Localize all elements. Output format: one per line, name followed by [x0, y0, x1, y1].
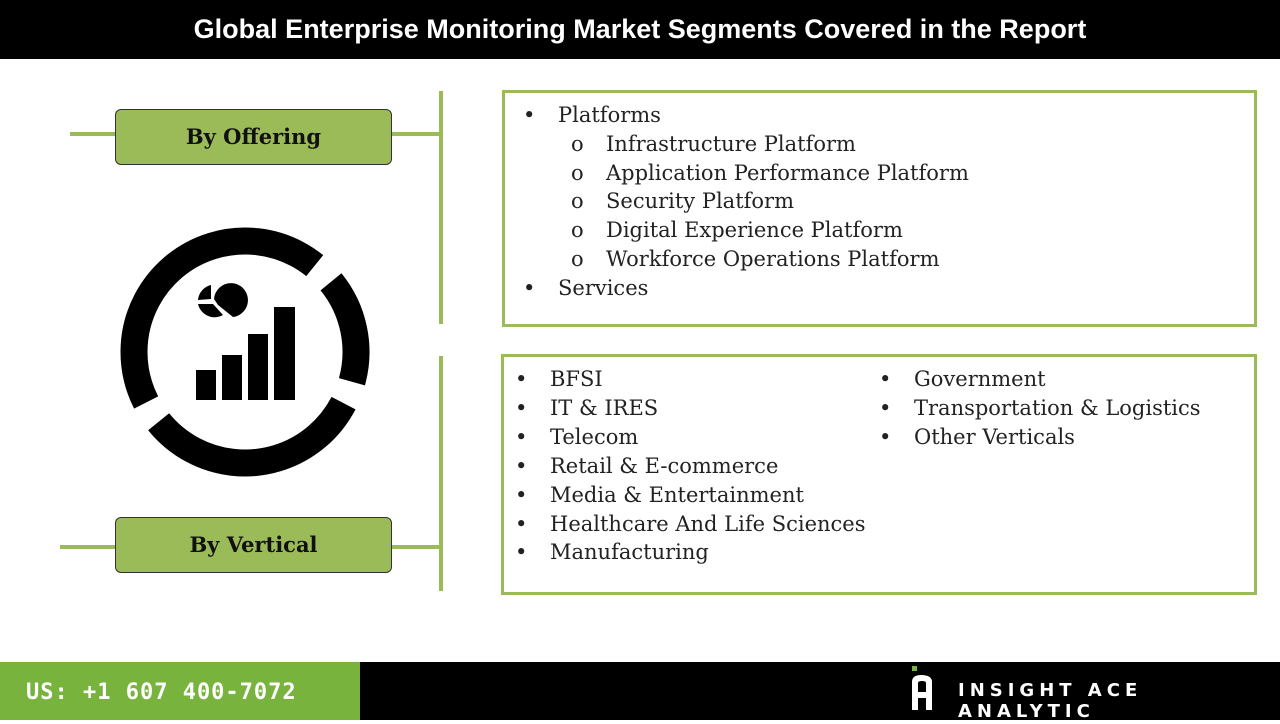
list-item: Media & Entertainment: [550, 482, 804, 507]
list-item: Manufacturing: [550, 540, 709, 565]
list-item: Digital Experience Platform: [606, 218, 903, 243]
bullet-icon: •: [515, 540, 528, 565]
bullet-icon: •: [515, 453, 528, 478]
list-item: BFSI: [550, 367, 603, 391]
list-item: Retail & E-commerce: [550, 453, 779, 478]
bullet-icon: •: [515, 367, 528, 391]
list-item: Services: [558, 275, 649, 300]
list-item: Workforce Operations Platform: [606, 247, 940, 271]
bullet-icon: •: [523, 103, 536, 127]
bullet-icon: •: [515, 482, 528, 507]
list-item: IT & IRES: [550, 395, 659, 420]
footer-bar: [360, 662, 1280, 720]
bullet-icon: •: [879, 367, 892, 391]
bullet-icon: o: [571, 189, 584, 214]
brand-name: INSIGHT ACE ANALYTIC: [958, 680, 1143, 722]
brand-logo-icon: [912, 666, 932, 710]
bullet-icon: o: [571, 160, 584, 185]
list-item: Healthcare And Life Sciences: [550, 511, 866, 536]
list-item: Government: [914, 367, 1046, 391]
list-item: Infrastructure Platform: [606, 131, 856, 156]
bullet-icon: •: [515, 511, 528, 536]
list-item: Platforms: [558, 103, 661, 127]
label-by-offering: By Offering: [115, 109, 392, 165]
list-item: Telecom: [550, 424, 639, 449]
vertical-list-box: • BFSI • IT & IRES • Telecom • Retail & E-comme…: [501, 354, 1257, 595]
bracket-vertical: [439, 356, 443, 591]
list-item: Other Verticals: [914, 424, 1075, 449]
list-item: Application Performance Platform: [606, 160, 969, 185]
bullet-icon: o: [571, 218, 584, 243]
bullet-icon: •: [523, 275, 536, 300]
page-title: Global Enterprise Monitoring Market Segm…: [0, 0, 1280, 59]
bullet-icon: o: [571, 131, 584, 156]
analytics-chart-icon: [120, 227, 370, 477]
list-item: Security Platform: [606, 189, 795, 214]
bullet-icon: •: [879, 424, 892, 449]
list-item: Transportation & Logistics: [914, 395, 1201, 420]
phone-number: US: +1 607 400-7072: [0, 662, 360, 720]
label-by-vertical: By Vertical: [115, 517, 392, 573]
bullet-icon: o: [571, 247, 584, 271]
bullet-icon: •: [879, 395, 892, 420]
bullet-icon: •: [515, 424, 528, 449]
bracket-offering: [439, 91, 443, 324]
bullet-icon: •: [515, 395, 528, 420]
